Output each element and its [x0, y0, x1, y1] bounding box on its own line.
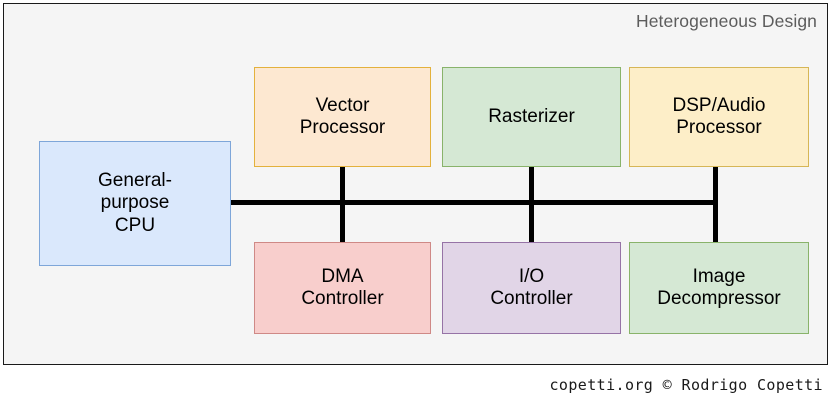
bus-line-vertical-rasterizer-io: [529, 165, 534, 244]
node-rasterizer[interactable]: Rasterizer: [442, 67, 621, 167]
bus-line-horizontal: [229, 200, 718, 205]
node-label-rasterizer: Rasterizer: [488, 105, 575, 127]
bus-line-vertical-dsp-imagedecompressor: [713, 165, 718, 244]
diagram-title: Heterogeneous Design: [635, 11, 817, 31]
bus-line-vertical-vector-dma: [340, 165, 345, 244]
footer-credit: copetti.org © Rodrigo Copetti: [549, 376, 823, 394]
